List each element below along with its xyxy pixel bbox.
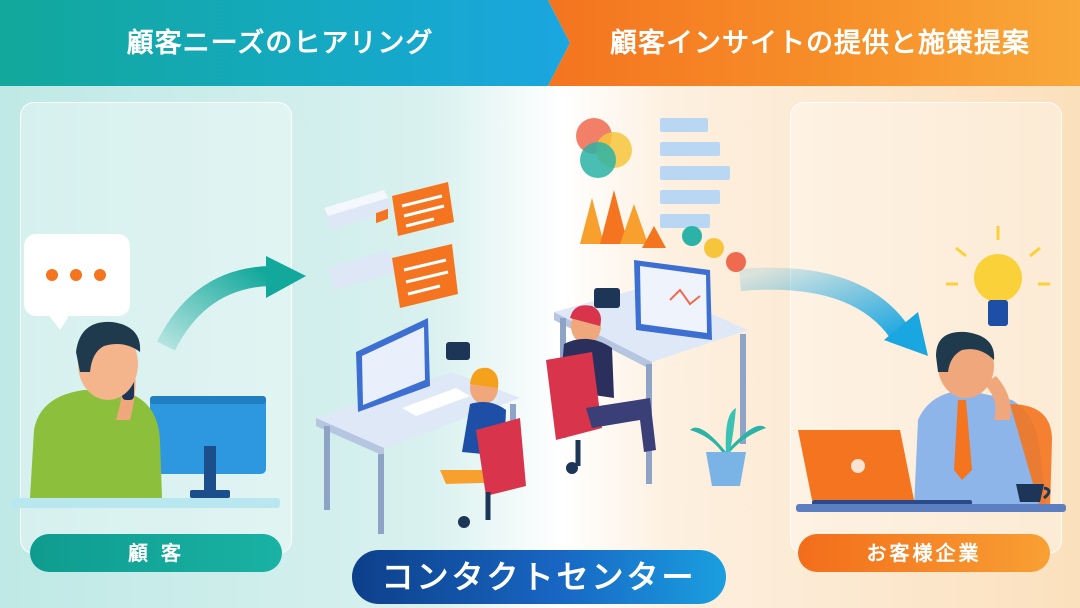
customer-illustration bbox=[12, 234, 280, 508]
plant-icon bbox=[690, 408, 766, 486]
arrow-icon bbox=[157, 256, 306, 351]
operator-desk-2 bbox=[546, 260, 766, 486]
contact-center-label: コンタクトセンター bbox=[352, 550, 726, 604]
chat-bubble-icon bbox=[324, 182, 458, 308]
coffee-cup-icon bbox=[1016, 484, 1051, 502]
lightbulb-icon bbox=[946, 226, 1050, 326]
company-illustration bbox=[796, 226, 1066, 512]
banner-hearing bbox=[0, 0, 570, 86]
company-label: お客様企業 bbox=[798, 534, 1050, 572]
banner-hearing-label: 顧客ニーズのヒアリング bbox=[126, 28, 434, 59]
speech-bubble-icon bbox=[24, 234, 130, 330]
banner-insight bbox=[548, 0, 1080, 86]
arrow-icon bbox=[739, 267, 928, 356]
infographic bbox=[576, 118, 746, 272]
banner-insight-label: 顧客インサイトの提供と施策提案 bbox=[610, 28, 1030, 59]
customer-label: 顧 客 bbox=[30, 534, 282, 572]
operator-desk-1 bbox=[316, 208, 526, 534]
